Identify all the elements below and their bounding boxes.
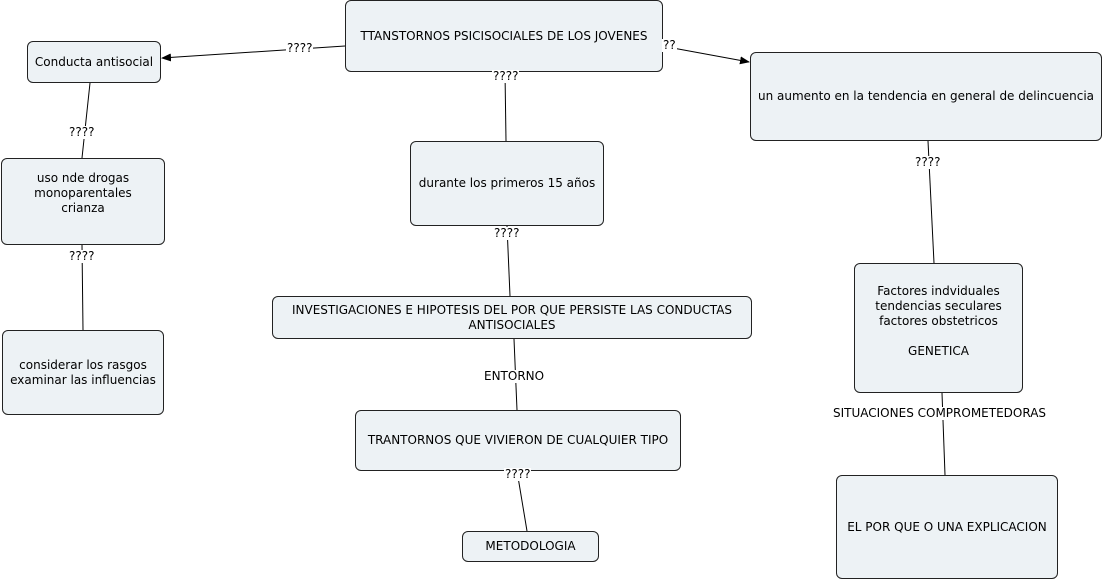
concept-trastornos[interactable]: TRANTORNOS QUE VIVIERON DE CUALQUIER TIP… bbox=[355, 410, 681, 471]
link-antisocial-drogas bbox=[81, 82, 91, 159]
concept-root-text: TTANSTORNOS PSICISOCIALES DE LOS JOVENES bbox=[360, 28, 648, 43]
concept-considerar-rasgos-line-2: examinar las influencias bbox=[10, 372, 156, 387]
concept-explicacion-text: EL POR QUE O UNA EXPLICACION bbox=[847, 519, 1047, 534]
concept-considerar-rasgos-line-1: considerar los rasgos bbox=[19, 357, 147, 372]
concept-factores-line-3: factores obstetricos bbox=[879, 314, 998, 328]
concept-factores-line-5: GENETICA bbox=[908, 344, 969, 358]
link-root-quince bbox=[504, 71, 507, 142]
concept-trastornos-text: TRANTORNOS QUE VIVIERON DE CUALQUIER TIP… bbox=[367, 433, 669, 447]
concept-explicacion[interactable]: EL POR QUE O UNA EXPLICACION bbox=[836, 475, 1058, 579]
concept-investigaciones-line-2: ANTISOCIALES bbox=[468, 317, 556, 332]
concept-conducta-antisocial-text: Conducta antisocial bbox=[34, 54, 154, 69]
concept-metodologia-text: METODOLOGIA bbox=[485, 539, 576, 553]
link-label-trastornos-metodologia[interactable]: ???? bbox=[504, 467, 532, 481]
concept-factores-line-1: Factores indviduales bbox=[877, 284, 1000, 298]
link-label-drogas-rasgos[interactable]: ???? bbox=[68, 249, 96, 263]
link-trastornos-metodologia bbox=[516, 470, 528, 532]
concept-metodologia[interactable]: METODOLOGIA bbox=[462, 531, 599, 562]
link-label-root-delincuencia[interactable]: ?? bbox=[662, 38, 677, 52]
concept-primeros-15-anos[interactable]: durante los primeros 15 años bbox=[410, 141, 604, 226]
link-label-factores-explicacion[interactable]: SITUACIONES COMPROMETEDORAS bbox=[832, 406, 1048, 420]
link-label-investigaciones-trastornos[interactable]: ENTORNO bbox=[483, 369, 546, 383]
concept-uso-drogas-line-1: uso nde drogas bbox=[36, 171, 130, 185]
concept-delincuencia[interactable]: un aumento en la tendencia en general de… bbox=[750, 52, 1102, 141]
concept-delincuencia-text: un aumento en la tendencia en general de… bbox=[757, 89, 1095, 103]
concept-investigaciones-line-1: INVESTIGACIONES E HIPOTESIS DEL POR QUE … bbox=[291, 302, 733, 317]
link-label-root-quince[interactable]: ???? bbox=[492, 69, 520, 83]
link-label-antisocial-drogas[interactable]: ???? bbox=[68, 125, 96, 139]
link-factores-explicacion bbox=[941, 392, 946, 476]
link-label-delincuencia-factores[interactable]: ???? bbox=[914, 155, 942, 169]
concept-root[interactable]: TTANSTORNOS PSICISOCIALES DE LOS JOVENES bbox=[345, 0, 663, 72]
concept-uso-drogas[interactable]: uso nde drogas monoparentales crianza bbox=[1, 158, 165, 245]
concept-factores[interactable]: Factores indviduales tendencias seculare… bbox=[854, 263, 1023, 393]
concept-uso-drogas-line-2: monoparentales bbox=[34, 186, 132, 200]
concept-factores-line-2: tendencias seculares bbox=[875, 299, 1002, 313]
concept-uso-drogas-line-3: crianza bbox=[61, 201, 105, 215]
link-label-root-antisocial[interactable]: ???? bbox=[286, 41, 314, 55]
link-root-antisocial bbox=[161, 45, 346, 62]
concept-considerar-rasgos[interactable]: considerar los rasgos examinar las influ… bbox=[2, 330, 164, 415]
concept-conducta-antisocial[interactable]: Conducta antisocial bbox=[27, 41, 161, 83]
concept-investigaciones[interactable]: INVESTIGACIONES E HIPOTESIS DEL POR QUE … bbox=[272, 296, 752, 339]
link-label-quince-investigaciones[interactable]: ???? bbox=[493, 226, 521, 240]
concept-primeros-15-anos-text: durante los primeros 15 años bbox=[418, 176, 596, 190]
